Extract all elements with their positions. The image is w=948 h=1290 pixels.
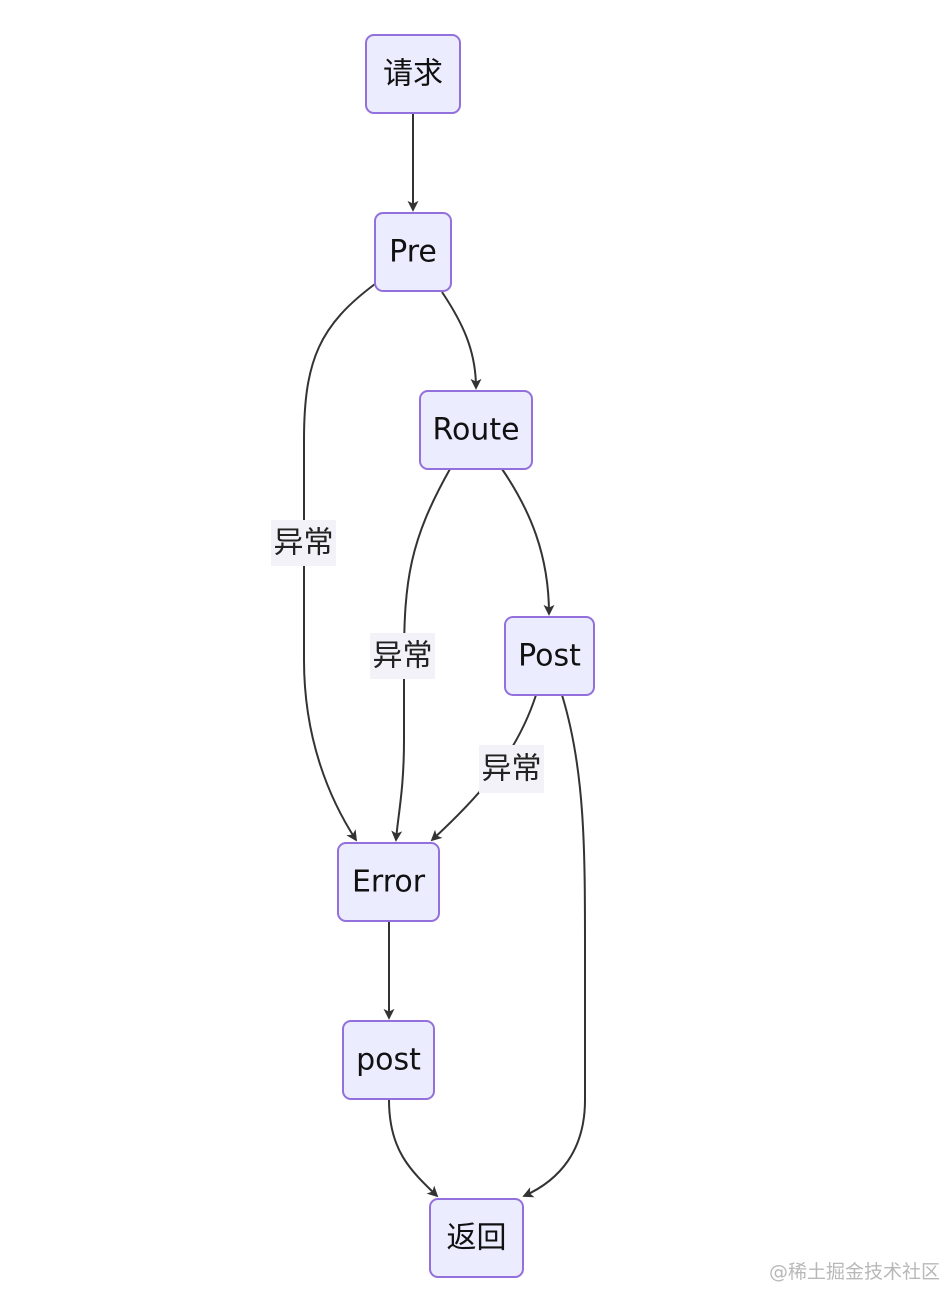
node-post-lower-label: post <box>356 1043 421 1078</box>
edge-postlower-return <box>388 1099 439 1198</box>
node-request-label: 请求 <box>383 57 443 92</box>
watermark: @稀土掘金技术社区 <box>768 1261 940 1283</box>
node-pre-label: Pre <box>389 235 437 270</box>
node-error: Error <box>337 842 440 922</box>
edge-label-route-error-text: 异常 <box>373 639 433 674</box>
edge-label-post-error-text: 异常 <box>482 752 542 787</box>
edge-label-pre-error-text: 异常 <box>274 526 334 561</box>
node-route: Route <box>419 390 533 470</box>
node-return: 返回 <box>429 1198 524 1278</box>
node-request: 请求 <box>365 34 461 114</box>
edge-label-route-error: 异常 <box>370 633 435 679</box>
edge-label-pre-error: 异常 <box>271 520 336 566</box>
edge-route-post <box>501 468 555 616</box>
node-error-label: Error <box>352 865 426 900</box>
node-post-label: Post <box>518 639 581 674</box>
edge-label-post-error: 异常 <box>479 745 544 793</box>
node-post: Post <box>504 616 595 696</box>
edge-pre-route <box>441 291 482 390</box>
node-route-label: Route <box>432 413 519 448</box>
node-return-label: 返回 <box>447 1221 507 1256</box>
node-pre: Pre <box>374 212 452 292</box>
node-post-lower: post <box>342 1020 435 1100</box>
edge-post-return <box>522 694 586 1198</box>
